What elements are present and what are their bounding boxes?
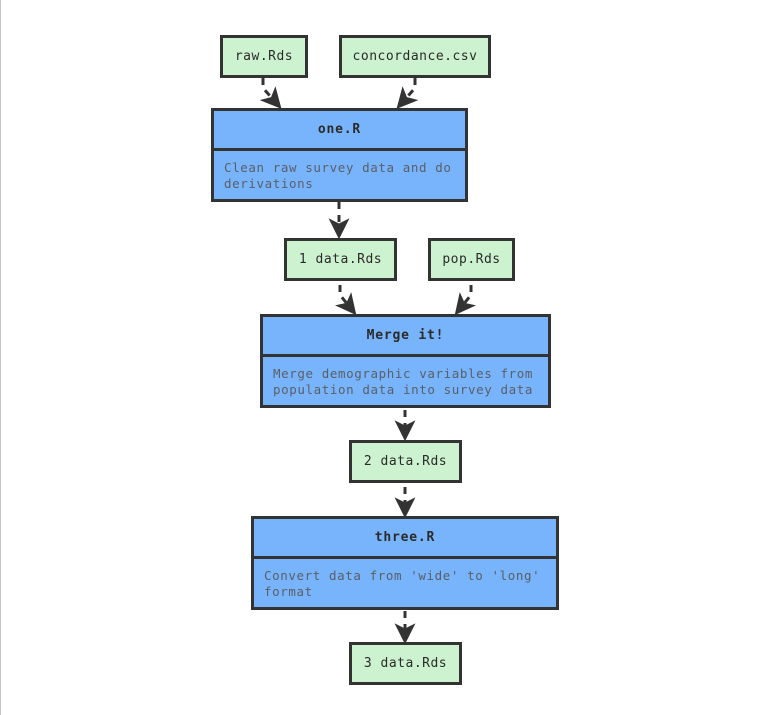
file-node-1-data-rds[interactable]: 1 data.Rds bbox=[284, 238, 397, 281]
file-node-pop-rds[interactable]: pop.Rds bbox=[428, 238, 515, 281]
process-node-description: Merge demographic variables from populat… bbox=[263, 357, 548, 405]
process-node-description: Convert data from 'wide' to 'long' forma… bbox=[254, 559, 556, 607]
process-desc-line-1: Merge demographic variables from bbox=[273, 366, 534, 381]
process-desc-line-2: format bbox=[264, 584, 313, 599]
edge-1data-to-merge bbox=[334, 285, 357, 316]
file-node-raw-rds[interactable]: raw.Rds bbox=[220, 35, 308, 78]
process-desc-line-2: population data into survey data bbox=[273, 382, 534, 397]
process-desc-line-2: derivations bbox=[224, 176, 314, 191]
file-node-label: raw.Rds bbox=[234, 49, 294, 64]
edge-raw-to-one bbox=[259, 78, 282, 109]
edge-pop-to-merge bbox=[454, 285, 477, 316]
process-node-merge-it[interactable]: Merge it! Merge demographic variables fr… bbox=[260, 314, 551, 408]
file-node-2-data-rds[interactable]: 2 data.Rds bbox=[349, 440, 462, 483]
file-node-label: pop.Rds bbox=[442, 252, 501, 267]
file-node-label: 1 data.Rds bbox=[298, 252, 383, 267]
file-node-label: 2 data.Rds bbox=[363, 454, 448, 469]
edge-concordance-to-one bbox=[396, 78, 419, 109]
file-node-3-data-rds[interactable]: 3 data.Rds bbox=[349, 642, 462, 685]
file-node-label: 3 data.Rds bbox=[363, 656, 448, 671]
process-node-three-r[interactable]: three.R Convert data from 'wide' to 'lon… bbox=[251, 516, 559, 610]
process-desc-line-1: Clean raw survey data and do bbox=[224, 160, 452, 175]
process-node-title: three.R bbox=[254, 519, 556, 559]
process-node-description: Clean raw survey data and do derivations bbox=[214, 151, 465, 199]
process-node-title: one.R bbox=[214, 111, 465, 151]
process-node-one-r[interactable]: one.R Clean raw survey data and do deriv… bbox=[211, 108, 468, 202]
file-node-label: concordance.csv bbox=[352, 49, 478, 64]
file-node-concordance-csv[interactable]: concordance.csv bbox=[339, 35, 491, 78]
process-node-title: Merge it! bbox=[263, 317, 548, 357]
process-desc-line-1: Convert data from 'wide' to 'long' bbox=[264, 568, 541, 583]
